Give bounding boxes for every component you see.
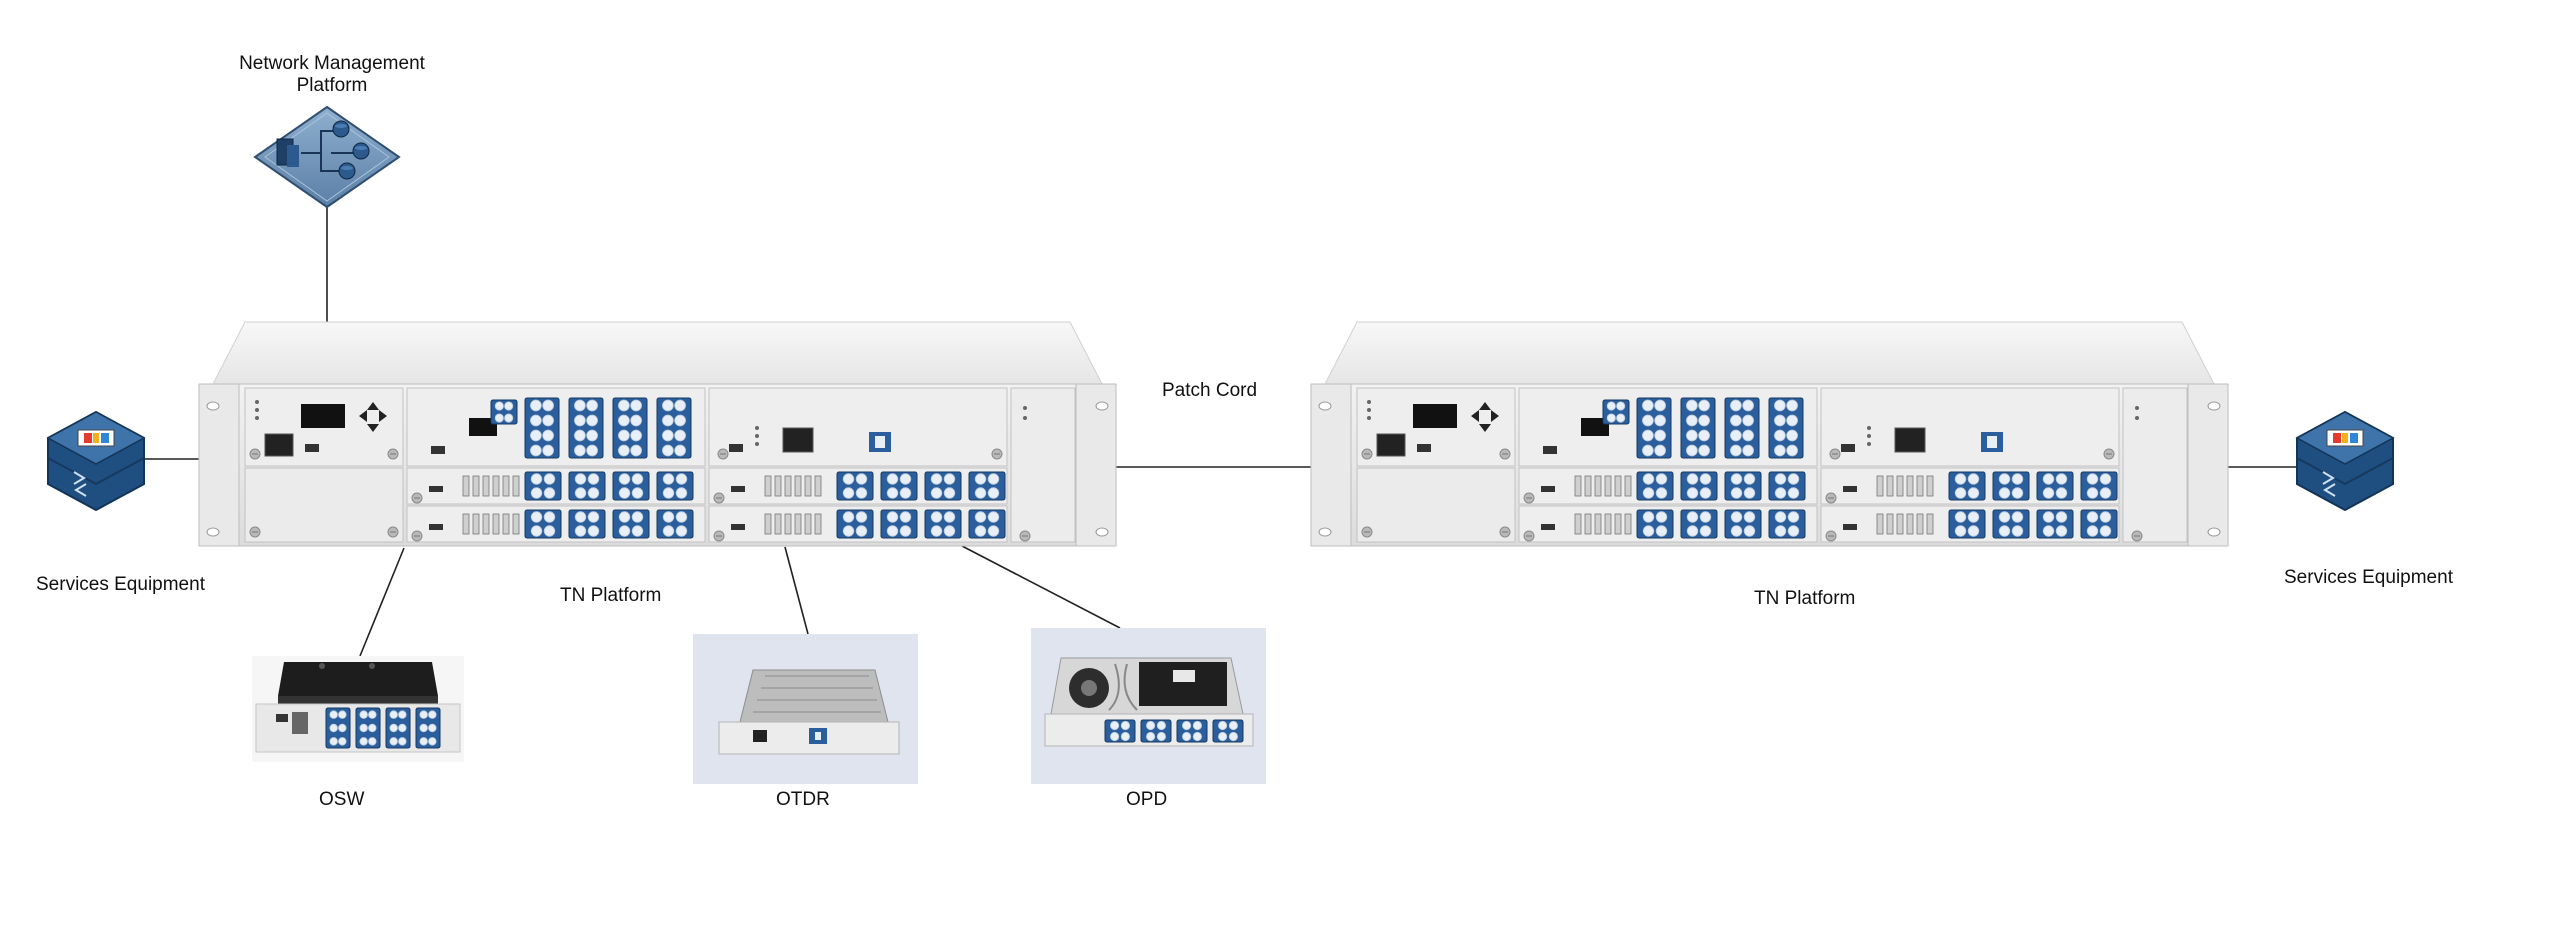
fiber-port-block: [1724, 509, 1762, 539]
fiber-port-block: [656, 397, 692, 459]
opd-label: OPD: [1126, 789, 1168, 810]
osw-module-photo: [252, 656, 464, 762]
fiber-port-block: [1602, 399, 1630, 425]
patch-cord-label: Patch Cord: [1162, 380, 1258, 401]
fiber-port-block: [1724, 397, 1760, 459]
fiber-port-block: [415, 707, 441, 749]
fiber-port-block: [1104, 719, 1136, 743]
tn-platform-chassis-right: [1310, 321, 2229, 547]
tn-platform-label-left: TN Platform: [560, 585, 662, 606]
fiber-port-block: [1680, 471, 1718, 501]
tn-platform-chassis-left: [198, 321, 1117, 547]
fiber-port-block: [1948, 471, 1986, 501]
fiber-port-block: [656, 509, 694, 539]
fiber-port-block: [1140, 719, 1172, 743]
fiber-port-block: [2080, 471, 2118, 501]
opd-module-photo: [1031, 628, 1266, 784]
fiber-port-block: [568, 397, 604, 459]
osw-link-line: [359, 547, 405, 657]
tn-platform-label-right: TN Platform: [1754, 588, 1856, 609]
fiber-port-block: [1680, 397, 1716, 459]
fiber-port-block: [1768, 471, 1806, 501]
fiber-port-block: [612, 471, 650, 501]
fiber-port-block: [836, 509, 874, 539]
fiber-port-block: [1992, 509, 2030, 539]
fiber-port-block: [968, 509, 1006, 539]
fiber-port-block: [924, 509, 962, 539]
otdr-module-photo: [693, 634, 918, 784]
opd-link-line: [961, 545, 1121, 629]
fiber-port-block: [968, 471, 1006, 501]
fiber-port-block: [490, 399, 518, 425]
nmp-label-line1: Network Management: [239, 53, 425, 74]
fiber-port-block: [1176, 719, 1208, 743]
fiber-port-block: [325, 707, 351, 749]
fiber-port-block: [355, 707, 381, 749]
fiber-port-block: [524, 397, 560, 459]
fiber-port-block: [2036, 509, 2074, 539]
fiber-port-block: [524, 471, 562, 501]
network-management-platform-label: Network Management Platform: [232, 53, 432, 97]
fiber-port-block: [1948, 509, 1986, 539]
fiber-port-block: [1636, 471, 1674, 501]
nmp-label-line2: Platform: [296, 75, 368, 96]
fiber-port-block: [1212, 719, 1244, 743]
fiber-port-block: [836, 471, 874, 501]
fiber-port-block: [1680, 509, 1718, 539]
otdr-label: OTDR: [776, 789, 830, 810]
fiber-port-block: [1768, 397, 1804, 459]
switch-icon: [46, 410, 146, 512]
fiber-port-block: [1992, 471, 2030, 501]
switch-icon: [2295, 410, 2395, 512]
fiber-port-block: [2080, 509, 2118, 539]
fiber-port-block: [880, 509, 918, 539]
fiber-port-block: [1636, 397, 1672, 459]
fiber-port-block: [656, 471, 694, 501]
fiber-port-block: [924, 471, 962, 501]
fiber-port-block: [1724, 471, 1762, 501]
fiber-port-block: [880, 471, 918, 501]
otdr-link-line: [784, 546, 809, 635]
fiber-port-block: [1636, 509, 1674, 539]
osw-label: OSW: [319, 789, 365, 810]
fiber-port-block: [1768, 509, 1806, 539]
fiber-port-block: [612, 509, 650, 539]
fiber-port-block: [2036, 471, 2074, 501]
network-management-icon: [253, 105, 401, 209]
services-equipment-label-right: Services Equipment: [2284, 567, 2453, 588]
fiber-port-block: [568, 471, 606, 501]
fiber-port-block: [524, 509, 562, 539]
fiber-port-block: [568, 509, 606, 539]
fiber-port-block: [385, 707, 411, 749]
services-equipment-label-left: Services Equipment: [36, 574, 205, 595]
fiber-port-block: [612, 397, 648, 459]
